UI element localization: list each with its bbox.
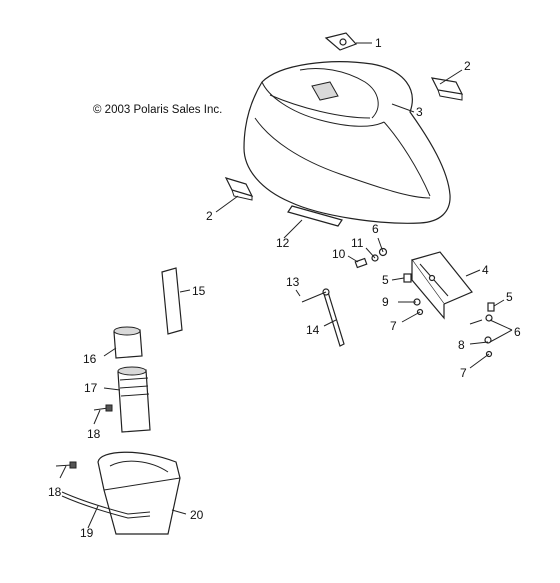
part-1-bracket [324, 32, 358, 51]
callout-6-left: 6 [372, 222, 379, 236]
callout-4: 4 [482, 263, 489, 277]
callout-5-left: 5 [382, 273, 389, 287]
part-17-sleeve [117, 366, 151, 433]
leader-lines [59, 42, 513, 529]
callout-14: 14 [306, 323, 320, 337]
part-16-cup [113, 326, 143, 359]
callout-20: 20 [190, 508, 204, 522]
part-18-fastener-lower [55, 461, 77, 469]
copyright-text: © 2003 Polaris Sales Inc. [93, 104, 222, 116]
part-12-bar [287, 205, 343, 227]
part-20-tray [97, 451, 181, 535]
callout-7-left: 7 [390, 319, 397, 333]
callout-3: 3 [416, 105, 423, 119]
part-14-rod [301, 288, 345, 347]
callout-1: 1 [375, 36, 382, 50]
callout-2-left: 2 [206, 209, 213, 223]
part-15-strip [161, 267, 183, 335]
callout-6-right: 6 [514, 325, 521, 339]
callout-18-upper: 18 [87, 427, 101, 441]
callout-8: 8 [458, 338, 465, 352]
callout-19: 19 [80, 526, 94, 540]
part-2-pad-right [430, 77, 464, 101]
callout-18-lower: 18 [48, 485, 62, 499]
callout-15: 15 [192, 284, 206, 298]
callout-13: 13 [286, 275, 300, 289]
callout-labels: 1 2 3 2 12 4 5 6 9 7 8 7 5 10 11 6 13 14… [48, 36, 521, 540]
callout-5-right: 5 [506, 290, 513, 304]
callout-10: 10 [332, 247, 346, 261]
callout-17: 17 [84, 381, 98, 395]
callout-7-right: 7 [460, 366, 467, 380]
callout-2-right: 2 [464, 59, 471, 73]
hardware-left [354, 247, 424, 316]
callout-16: 16 [83, 352, 97, 366]
hardware-right [469, 302, 495, 358]
part-2-pad-left [224, 177, 254, 201]
part-3-hood [243, 61, 451, 224]
callout-9: 9 [382, 295, 389, 309]
part-4-bracket [411, 251, 473, 320]
callout-12: 12 [276, 236, 290, 250]
part-18-fastener-upper [93, 404, 113, 412]
callout-11: 11 [351, 236, 364, 250]
